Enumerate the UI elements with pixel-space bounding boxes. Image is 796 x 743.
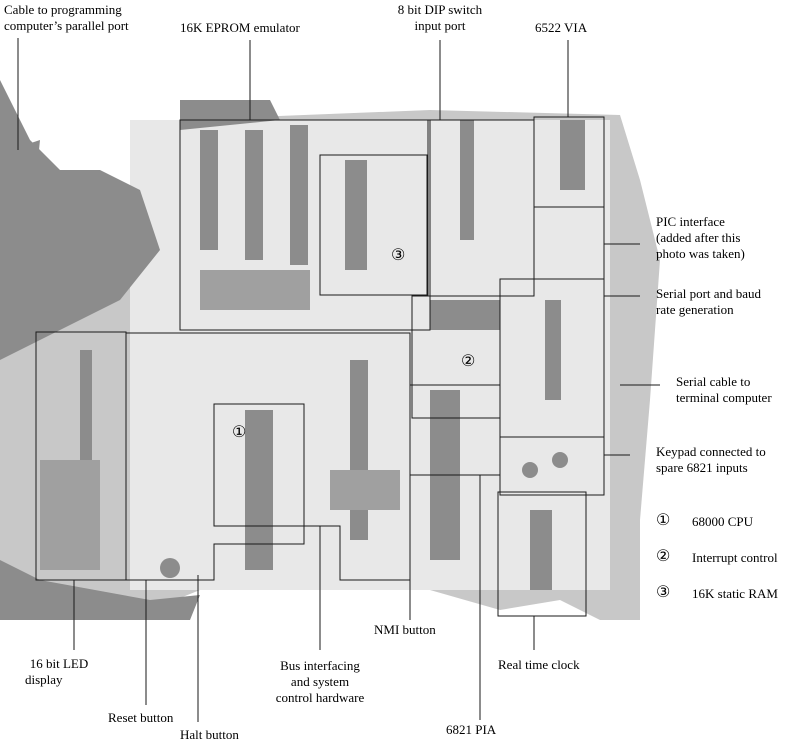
legend-text-ram: 16K static RAM [692, 586, 778, 601]
label-cable-parallel: Cable to programming computer’s parallel… [4, 2, 129, 33]
label-via: 6522 VIA [535, 20, 588, 35]
board-photo [0, 80, 660, 620]
label-bus-interfacing: Bus interfacing and system control hardw… [275, 658, 365, 705]
label-nmi-button: NMI button [374, 622, 436, 637]
box-eprom-emulator [179, 119, 431, 331]
label-dip-switch: 8 bit DIP switch input port [397, 2, 483, 33]
box-led-display [35, 331, 127, 581]
label-rtc: Real time clock [498, 657, 580, 672]
label-serial-cable: Serial cable to terminal computer [676, 374, 772, 405]
legend-marker-ram: ③ [656, 584, 671, 601]
marker-cpu: ① [232, 424, 247, 441]
leader-lines [17, 38, 660, 722]
marker-interrupt: ② [461, 353, 476, 370]
box-rtc [497, 491, 587, 617]
box-static-ram [319, 154, 428, 296]
label-reset-button: Reset button [108, 710, 174, 725]
box-bus-interfacing [126, 332, 411, 581]
legend-marker-interrupt: ② [656, 548, 671, 565]
box-cpu [213, 403, 305, 527]
marker-ram: ③ [391, 247, 406, 264]
label-halt-button: Halt button [180, 727, 239, 742]
box-keypad [499, 436, 605, 496]
label-pia: 6821 PIA [446, 722, 497, 737]
label-keypad: Keypad connected to spare 6821 inputs [656, 444, 766, 475]
label-pic-interface: PIC interface (added after this photo wa… [656, 214, 745, 261]
legend-text-interrupt: Interrupt control [692, 550, 778, 565]
label-led-display: 16 bit LED display [25, 656, 89, 687]
legend-marker-cpu: ① [656, 512, 671, 529]
label-eprom-emulator: 16K EPROM emulator [180, 20, 300, 35]
label-serial-port: Serial port and baud rate generation [656, 286, 762, 317]
legend-text-cpu: 68000 CPU [692, 514, 754, 529]
annotation-boxes [35, 116, 605, 617]
box-interrupt-control [411, 295, 501, 419]
